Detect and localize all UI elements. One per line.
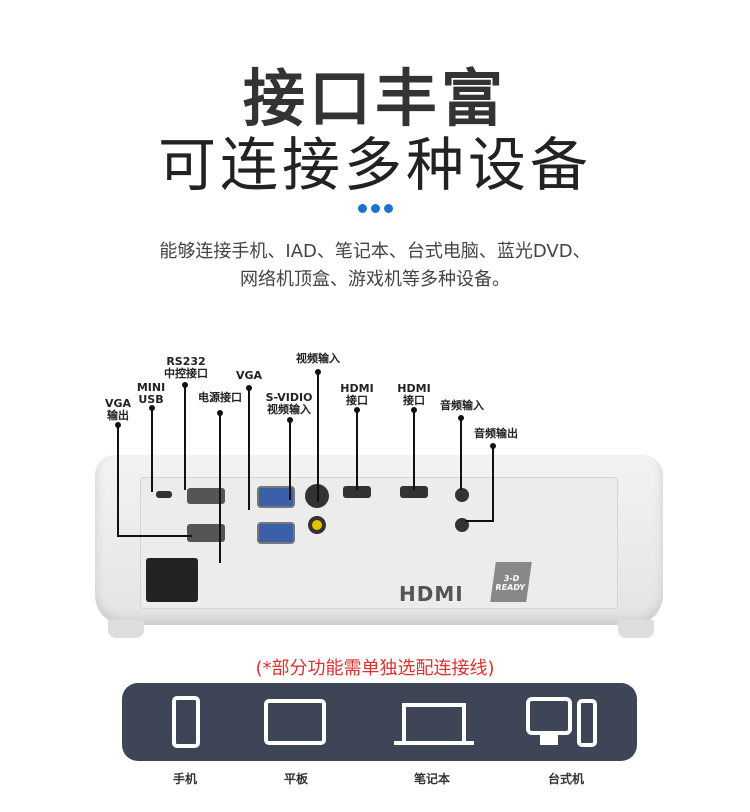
projector-rear: HDMI 3-D READY	[95, 455, 663, 625]
vga-out-port	[187, 524, 225, 542]
device-label-tablet: 平板	[283, 772, 309, 786]
projector-foot	[108, 620, 144, 638]
pc-tower-icon	[577, 699, 597, 747]
description: 能够连接手机、IAD、笔记本、台式电脑、蓝光DVD、 网络机顶盒、游戏机等多种设…	[0, 238, 750, 294]
hdmi1-port	[343, 486, 371, 498]
io-panel: HDMI 3-D READY	[140, 477, 618, 609]
laptop-base	[394, 741, 474, 745]
label-vga: VGA	[235, 369, 263, 382]
hdmi2-port	[400, 486, 428, 498]
device-label-phone: 手机	[172, 772, 198, 786]
video-port	[308, 516, 326, 534]
vga-in-port	[257, 486, 295, 508]
power-socket	[146, 558, 198, 602]
label-video-in: 视频输入	[296, 352, 340, 365]
label-power: 电源接口	[198, 391, 242, 404]
accessory-note: (*部分功能需单独选配连接线)	[255, 658, 495, 679]
mini-usb-port	[156, 491, 172, 498]
hdmi-logo: HDMI	[399, 582, 464, 606]
vga-in2-port	[257, 522, 295, 544]
tablet-icon	[264, 699, 326, 745]
rs232-port	[187, 488, 225, 504]
device-label-laptop: 笔记本	[413, 772, 451, 786]
headline: 接口丰富	[242, 62, 507, 135]
label-audio-in: 音频输入	[440, 399, 484, 412]
monitor-stand	[540, 735, 558, 745]
label-audio-out: 音频输出	[474, 427, 518, 440]
description-line: 能够连接手机、IAD、笔记本、台式电脑、蓝光DVD、	[159, 241, 591, 262]
phone-icon	[172, 696, 200, 748]
3d-ready-badge: 3-D READY	[490, 562, 532, 602]
device-bar	[122, 683, 637, 761]
device-label-desktop: 台式机	[547, 772, 585, 786]
audio-in-port	[455, 488, 469, 502]
decorative-dots	[358, 204, 393, 213]
laptop-icon	[402, 703, 466, 741]
subheadline: 可连接多种设备	[157, 131, 592, 199]
projector-foot	[618, 620, 654, 638]
desktop-monitor-icon	[526, 697, 572, 735]
description-line: 网络机顶盒、游戏机等多种设备。	[240, 269, 510, 290]
